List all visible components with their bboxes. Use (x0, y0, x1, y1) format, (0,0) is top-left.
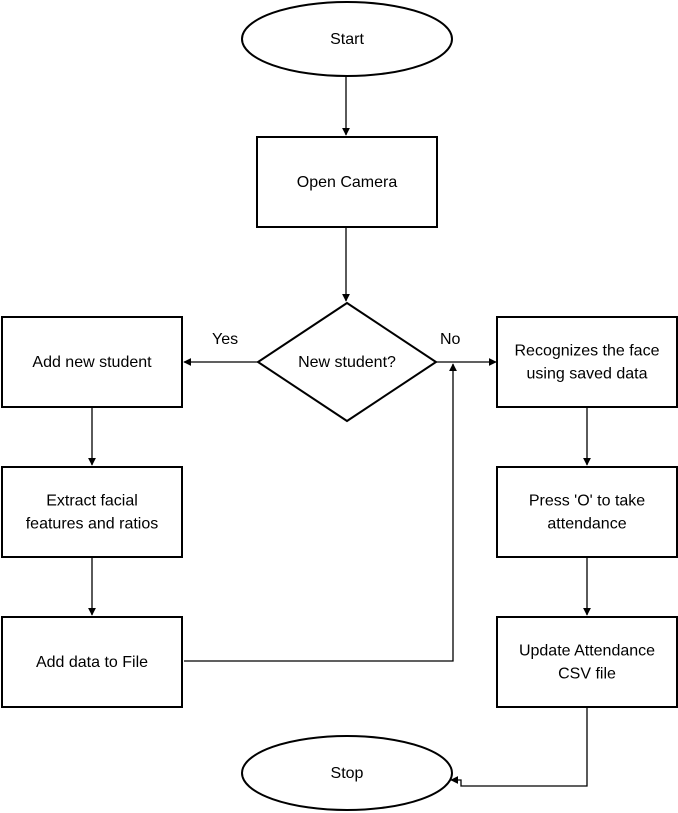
label-line: Extract facial (46, 492, 138, 509)
start-ellipse (241, 1, 453, 77)
label-line: Add new student (32, 354, 152, 371)
add-student-label: Add new student (32, 354, 152, 371)
add-data-label: Add data to File (36, 654, 148, 671)
label-line: New student? (298, 354, 396, 371)
update-csv-box (496, 616, 678, 708)
press-o-label: Press 'O' to take attendance (529, 492, 645, 532)
label-line: Recognizes the face (515, 342, 660, 359)
label-line: Add data to File (36, 654, 148, 671)
add-data-box (1, 616, 183, 708)
edge-add-data-to-merge (184, 363, 457, 662)
add-student-process: Add new student (1, 316, 183, 408)
edges (88, 77, 591, 787)
new-student-decision: New student? (256, 301, 438, 423)
label-line: using saved data (527, 365, 648, 382)
add-student-box (1, 316, 183, 408)
add-data-process: Add data to File (1, 616, 183, 708)
yes-label: Yes (212, 331, 238, 348)
edge-update-csv-to-stop (450, 707, 588, 787)
recognize-label: Recognizes the face using saved data (515, 342, 660, 382)
label-line: Press 'O' to take (529, 492, 645, 509)
start-label: Start (330, 31, 364, 48)
extract-label: Extract facial features and ratios (26, 492, 159, 532)
stop-terminal: Stop (241, 735, 453, 811)
label-line: Start (330, 31, 364, 48)
extract-process: Extract facial features and ratios (1, 466, 183, 558)
no-label: No (440, 331, 461, 348)
label-line: Stop (331, 765, 364, 782)
label-line: CSV file (558, 665, 616, 682)
recognize-box (496, 316, 678, 408)
stop-ellipse (241, 735, 453, 811)
press-o-process: Press 'O' to take attendance (496, 466, 678, 558)
label-line: attendance (547, 515, 626, 532)
label-line: Update Attendance (519, 642, 655, 659)
open-camera-box (256, 136, 438, 228)
open-camera-label: Open Camera (297, 174, 398, 191)
decision-label: New student? (298, 354, 396, 371)
label-line: features and ratios (26, 515, 159, 532)
label-line: Open Camera (297, 174, 398, 191)
recognize-process: Recognizes the face using saved data (496, 316, 678, 408)
stop-label: Stop (331, 765, 364, 782)
press-o-box (496, 466, 678, 558)
open-camera-process: Open Camera (256, 136, 438, 228)
decision-diamond (256, 301, 438, 423)
start-terminal: Start (241, 1, 453, 77)
extract-box (1, 466, 183, 558)
